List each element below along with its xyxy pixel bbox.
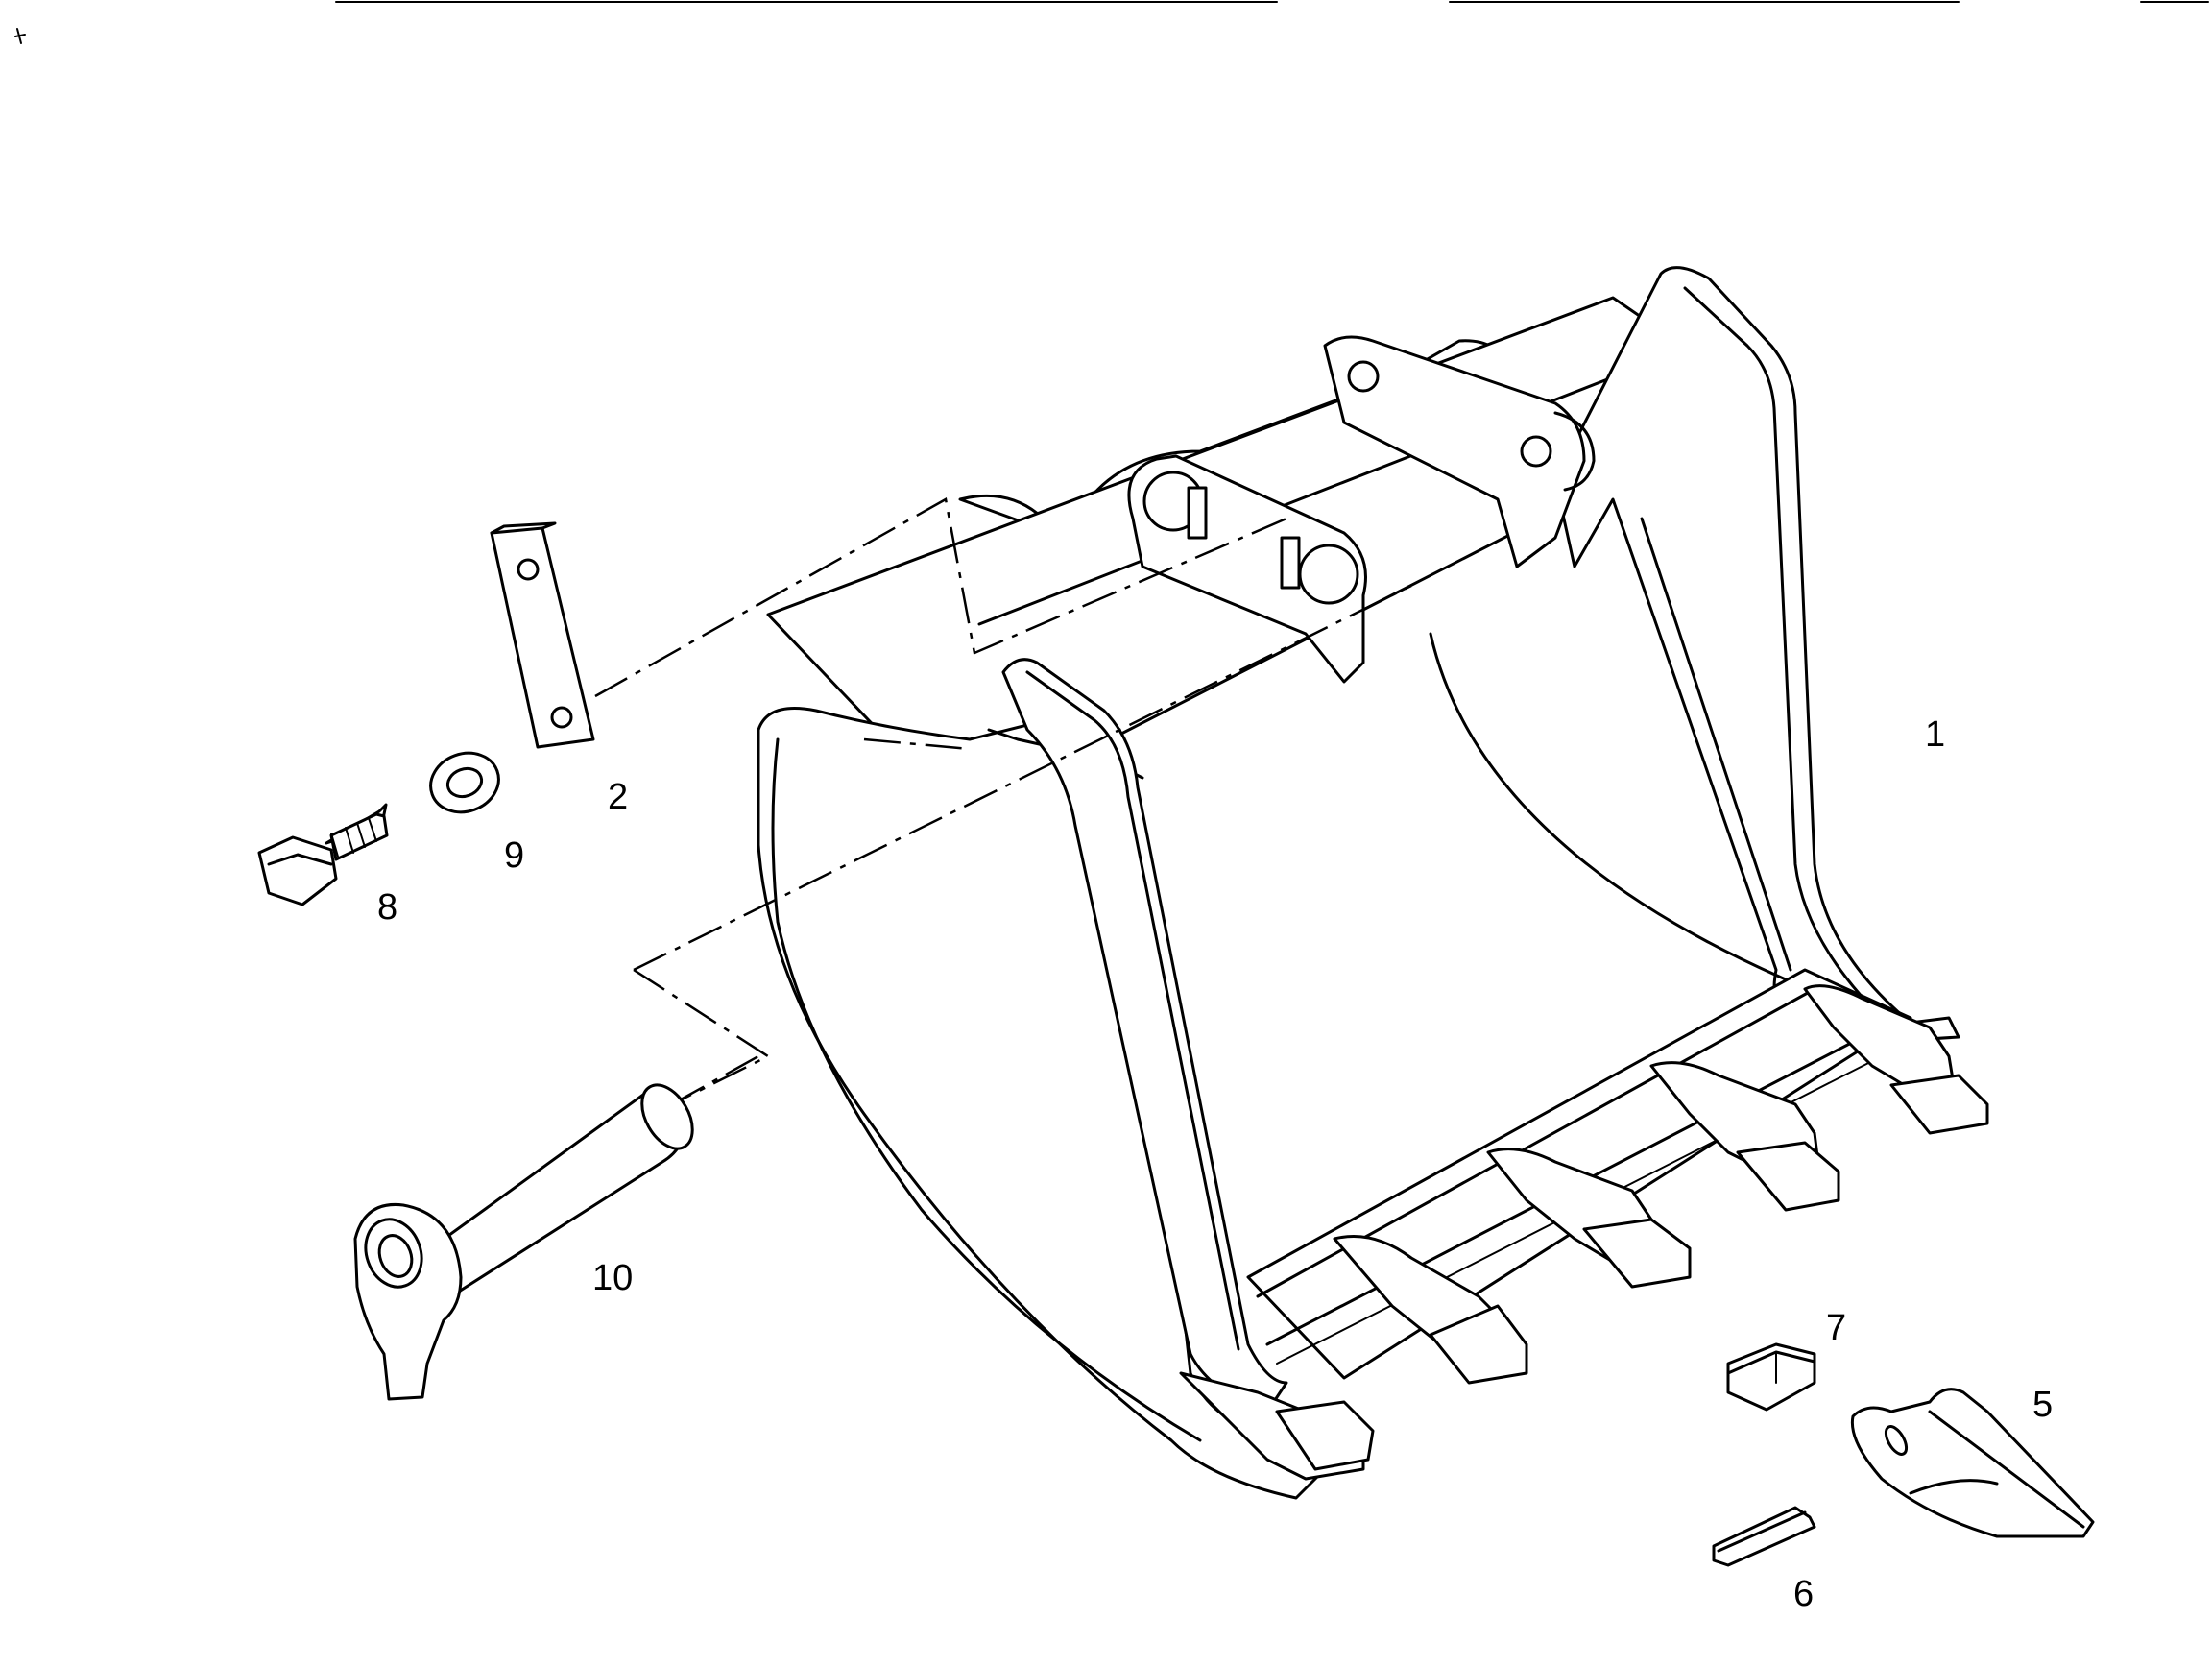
callout-8: 8 [377,887,397,928]
washer-part-9 [429,751,500,814]
scan-border [14,1,2209,44]
bucket-teeth [1179,984,1989,1481]
callout-9: 9 [504,835,524,876]
callout-7: 7 [1826,1308,1846,1348]
callout-1: 1 [1925,714,1945,755]
callout-5: 5 [2032,1385,2053,1425]
callout-2: 2 [608,777,628,817]
plate-part-2 [490,521,595,749]
assembly-centerlines [594,497,1412,1106]
callout-10: 10 [592,1258,633,1298]
callout-6: 6 [1793,1574,1814,1614]
lock-part-7 [1726,1342,1816,1412]
pin-part-10 [353,1083,694,1401]
bucket-part-1 [757,266,1989,1500]
tooth-point-part-5 [1850,1388,2095,1538]
bolt-part-8 [257,803,389,906]
retainer-part-6 [1712,1506,1816,1567]
